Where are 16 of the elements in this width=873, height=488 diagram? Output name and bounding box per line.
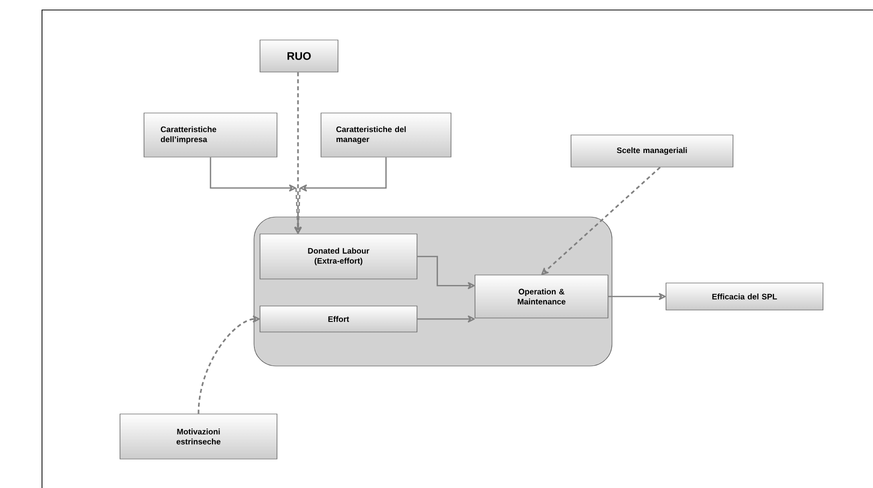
arrow xyxy=(417,316,475,322)
process-box: Operation & Maintenance xyxy=(474,274,608,318)
arrow xyxy=(198,316,260,414)
process-box: Donated Labour (Extra-effort) xyxy=(260,234,418,280)
arrow xyxy=(417,256,475,290)
process-box: Motivazioni estrinseche xyxy=(120,414,278,460)
arrow xyxy=(210,157,302,234)
arrow xyxy=(608,293,666,300)
process-box: Caratteristiche dell’impresa xyxy=(144,112,278,158)
arrow xyxy=(541,166,661,275)
process-box: Scelte manageriali xyxy=(570,134,734,168)
arrow xyxy=(294,157,387,234)
process-box: Effort xyxy=(260,306,418,332)
process-box: Caratteristiche del manager xyxy=(320,112,452,158)
process-box: Efficacia del SPL xyxy=(666,282,824,310)
process-box: RUO xyxy=(260,40,338,72)
